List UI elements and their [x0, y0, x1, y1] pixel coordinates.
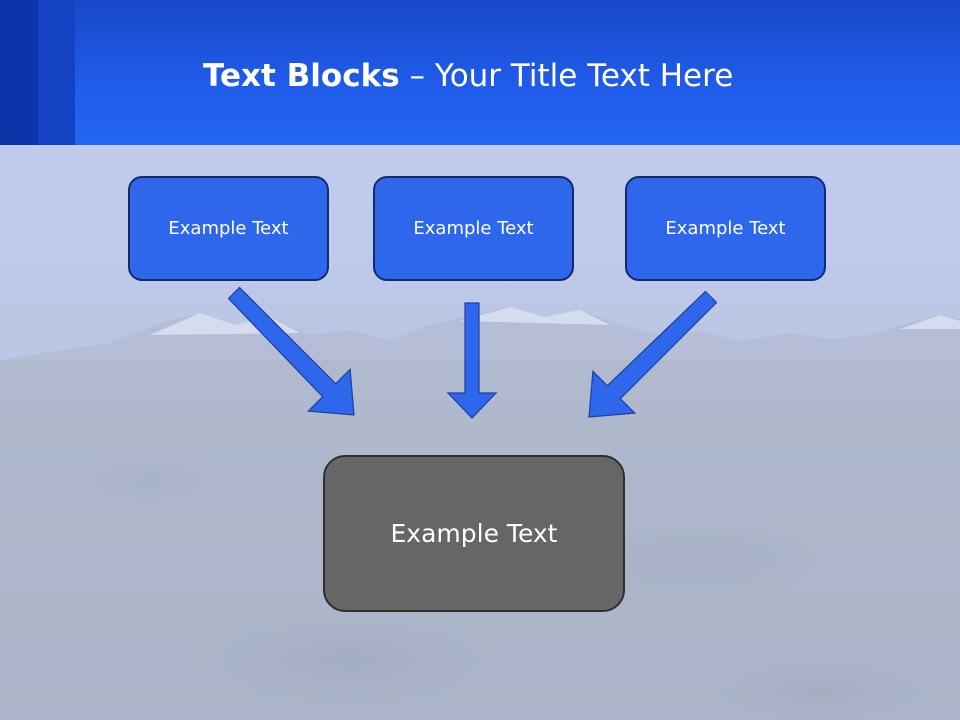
title-bold: Text Blocks	[203, 58, 400, 94]
text-block-3: Example Text	[625, 176, 826, 281]
title-rest: Your Title Text Here	[434, 58, 734, 94]
title-dash: –	[399, 58, 435, 94]
title-bar: Text Blocks – Your Title Text Here	[0, 0, 960, 145]
text-block-2-label: Example Text	[413, 218, 534, 239]
center-text-block-label: Example Text	[390, 519, 558, 548]
slide-title: Text Blocks – Your Title Text Here	[203, 56, 733, 96]
text-block-2: Example Text	[373, 176, 574, 281]
accent-stripe-2	[38, 0, 75, 145]
accent-stripe	[0, 0, 38, 145]
center-text-block: Example Text	[323, 455, 625, 612]
text-block-3-label: Example Text	[665, 218, 786, 239]
text-block-1: Example Text	[128, 176, 329, 281]
text-block-1-label: Example Text	[168, 218, 289, 239]
